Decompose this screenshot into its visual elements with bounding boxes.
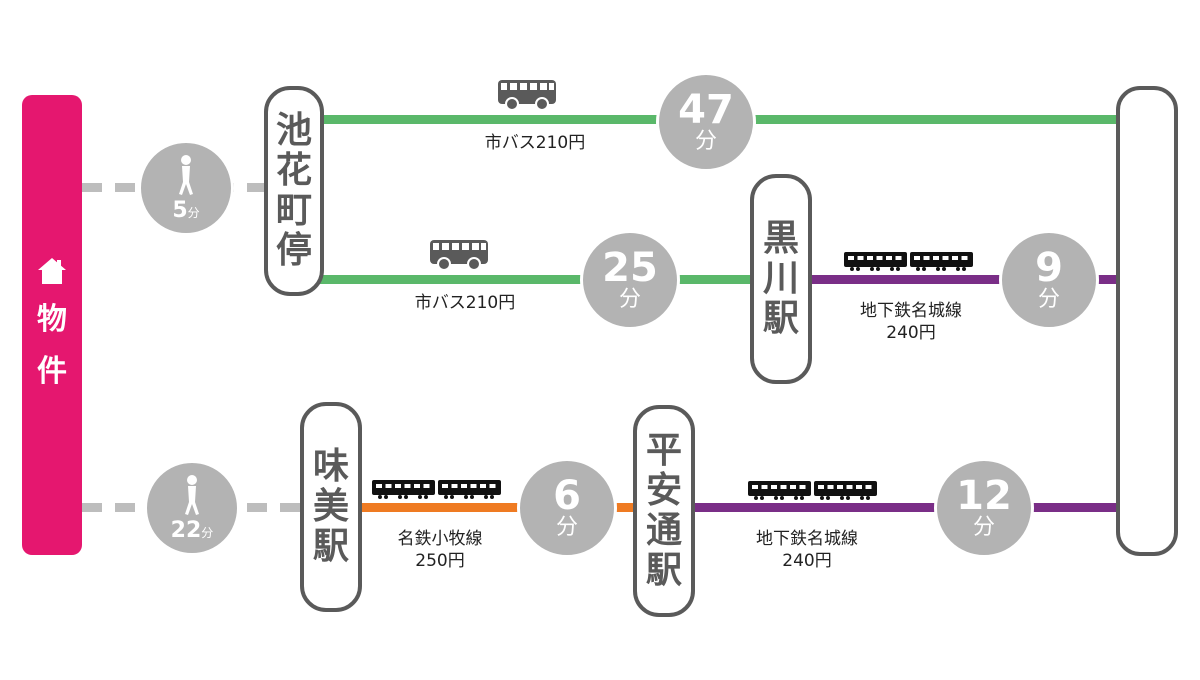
- line-name: 名鉄小牧線: [397, 529, 483, 549]
- walking-person-icon: [185, 474, 199, 515]
- unit: 分: [555, 515, 578, 540]
- station-char: 池: [275, 110, 312, 151]
- station-char: 川: [762, 258, 799, 299]
- station-char: 駅: [645, 550, 682, 591]
- time-circle-25: 25 分: [580, 230, 680, 330]
- station-char: 町: [275, 190, 312, 231]
- property-box: 物 件: [22, 95, 82, 555]
- unit: 分: [1037, 287, 1060, 312]
- subway-line-kurokawa: [808, 275, 1120, 284]
- station-ajima: 味 美 駅: [300, 402, 362, 612]
- station-char: 停: [275, 230, 312, 271]
- station-heiandori: 平 安 通 駅: [633, 405, 695, 617]
- minutes: 6: [553, 473, 581, 519]
- walk-unit: 分: [201, 525, 214, 540]
- time-circle-9: 9 分: [999, 230, 1099, 330]
- station-char: 味: [312, 446, 349, 487]
- time-circle-12: 12 分: [934, 458, 1034, 558]
- bus-fare-label-mid: 市バス210円: [414, 293, 516, 313]
- meitetsu-label: 名鉄小牧線 250円: [370, 528, 510, 572]
- station-ikehanamachi: 池 花 町 停: [264, 86, 324, 296]
- time-circle-6: 6 分: [517, 458, 617, 558]
- destination-box: [1116, 86, 1178, 556]
- station-char: 駅: [312, 526, 349, 567]
- property-label-1: 物: [37, 302, 67, 337]
- fare: 250円: [415, 551, 465, 571]
- bus-line-mid: [320, 275, 760, 284]
- bus-icon: [430, 240, 488, 271]
- bus-icon: [498, 80, 556, 111]
- subway-label-kurokawa: 地下鉄名城線 240円: [836, 300, 986, 344]
- walk-unit: 分: [187, 205, 200, 220]
- fare: 240円: [886, 323, 936, 343]
- walk-minutes: 5: [172, 197, 188, 223]
- property-label-2: 件: [37, 354, 67, 389]
- walk-time-bottom: 22分: [144, 460, 240, 556]
- walk-time-top: 5分: [138, 140, 234, 236]
- walk-minutes: 22: [170, 517, 202, 543]
- train-icon: [844, 252, 973, 271]
- unit: 分: [972, 515, 995, 540]
- station-char: 平: [645, 430, 682, 471]
- train-icon: [748, 481, 877, 500]
- train-icon: [372, 480, 501, 499]
- station-char: 美: [312, 486, 349, 527]
- meitetsu-line: [358, 503, 638, 512]
- unit: 分: [618, 287, 641, 312]
- minutes: 47: [678, 87, 734, 133]
- line-name: 地下鉄名城線: [756, 529, 858, 549]
- minutes: 12: [956, 473, 1012, 519]
- minutes: 25: [602, 245, 658, 291]
- walking-person-icon: [179, 154, 193, 195]
- station-char: 花: [275, 150, 312, 191]
- station-char: 通: [645, 510, 682, 551]
- station-char: 駅: [762, 298, 799, 339]
- station-char: 黒: [762, 218, 799, 259]
- fare: 240円: [782, 551, 832, 571]
- line-name: 地下鉄名城線: [860, 301, 962, 321]
- minutes: 9: [1035, 245, 1063, 291]
- station-kurokawa: 黒 川 駅: [750, 174, 812, 384]
- subway-line-heian: [690, 503, 1120, 512]
- unit: 分: [694, 129, 717, 154]
- time-circle-47: 47 分: [656, 72, 756, 172]
- station-char: 安: [645, 470, 682, 511]
- bus-fare-label-top: 市バス210円: [484, 133, 586, 153]
- house-icon: [38, 258, 66, 284]
- subway-label-heian: 地下鉄名城線 240円: [732, 528, 882, 572]
